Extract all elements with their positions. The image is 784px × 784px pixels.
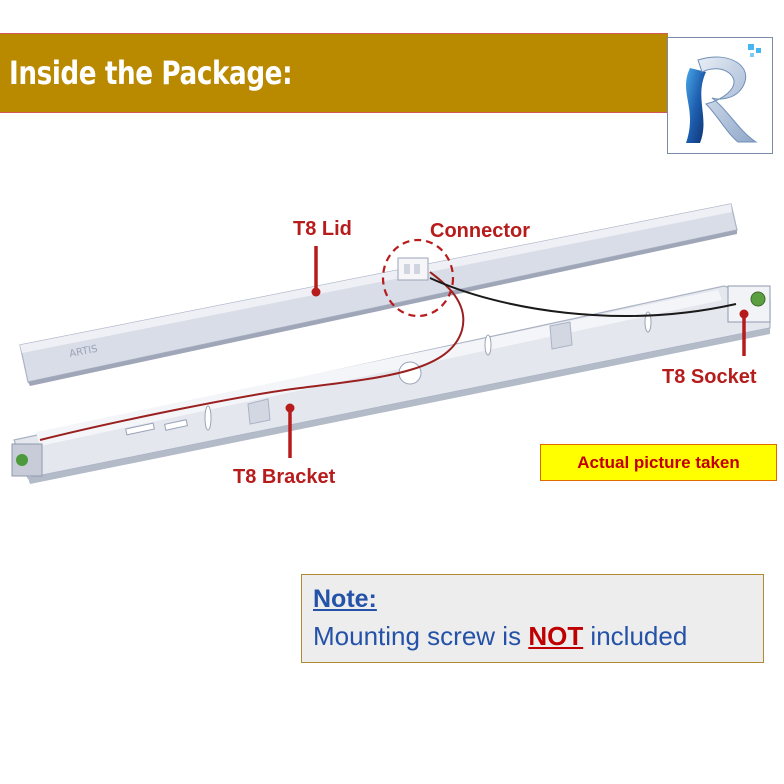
page-title: Inside the Package: <box>9 54 293 92</box>
connector-illustration <box>381 238 455 318</box>
note-heading: Note: <box>313 585 377 613</box>
t8-bracket-illustration <box>11 285 771 484</box>
label-t8-socket: T8 Socket <box>662 366 757 388</box>
brand-logo <box>667 37 773 154</box>
ruikai-r-logo-icon <box>686 44 761 143</box>
badge-text: Actual picture taken <box>577 452 740 472</box>
actual-picture-badge: Actual picture taken <box>540 444 777 481</box>
t8-lid-illustration: ARTIS <box>19 203 738 386</box>
note-emphasis: NOT <box>528 621 584 651</box>
note-box: Note: Mounting screw is NOT included <box>301 574 764 663</box>
label-t8-lid: T8 Lid <box>293 218 352 240</box>
note-body-end: included <box>583 621 688 651</box>
svg-text:ARTIS: ARTIS <box>68 344 98 360</box>
label-connector: Connector <box>430 220 530 242</box>
note-body: Mounting screw is NOT included <box>313 621 687 652</box>
label-t8-bracket: T8 Bracket <box>233 466 336 488</box>
header-banner: Inside the Package: <box>0 33 668 113</box>
note-body-start: Mounting screw is <box>313 621 529 651</box>
